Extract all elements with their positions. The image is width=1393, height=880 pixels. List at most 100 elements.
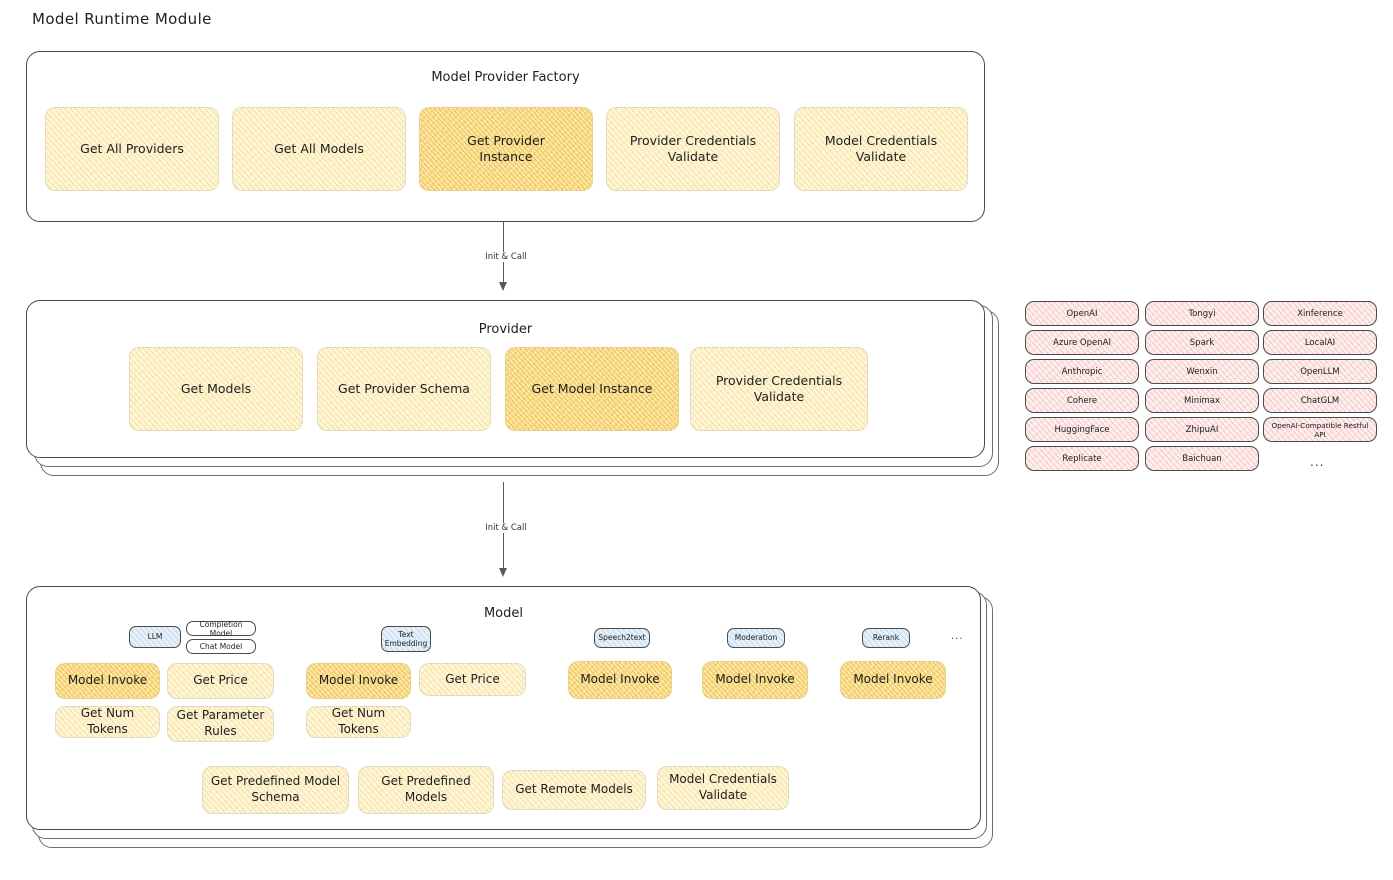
- model-type-tag-label: LLM: [147, 632, 163, 642]
- provider-chip-zhipuai[interactable]: ZhipuAI: [1145, 417, 1259, 442]
- model-op-llm-get-price[interactable]: Get Price: [167, 663, 274, 699]
- model-subtype-tag-completion-model[interactable]: Completion Model: [186, 619, 256, 638]
- provider-chip-label: Xinference: [1297, 308, 1343, 319]
- provider-chip-label: OpenAI: [1066, 308, 1098, 319]
- provider-chip-xinference[interactable]: Xinference: [1263, 301, 1377, 326]
- arrow-init-call-1-head: [498, 282, 507, 291]
- provider-chip-label: Minimax: [1184, 395, 1220, 406]
- provider-chip-label: ChatGLM: [1300, 395, 1340, 406]
- model-type-tag-label: Speech2text: [598, 633, 646, 643]
- model-op-text-embedding-get-price[interactable]: Get Price: [419, 663, 526, 696]
- provider-chip-chatglm[interactable]: ChatGLM: [1263, 388, 1377, 413]
- model-common-op-get-remote-models[interactable]: Get Remote Models: [502, 770, 646, 810]
- arrow-init-call-2-head: [498, 568, 507, 577]
- box-label: Get Model Instance: [531, 380, 653, 396]
- model-op-moderation-model-invoke[interactable]: Model Invoke: [702, 661, 808, 699]
- model-op-text-embedding-get-num-tokens[interactable]: Get Num Tokens: [306, 706, 411, 738]
- provider-title: Provider: [478, 322, 533, 337]
- provider-chip-anthropic[interactable]: Anthropic: [1025, 359, 1139, 384]
- box-label: Get Remote Models: [515, 782, 633, 797]
- provider-chip-label: Baichuan: [1182, 453, 1222, 464]
- provider-chip-openai-compatible-restful-api[interactable]: OpenAI-Compatible Restful API: [1263, 417, 1377, 442]
- provider-chip-label: Anthropic: [1061, 366, 1103, 377]
- provider-chip-label: LocalAI: [1304, 337, 1336, 348]
- model-container: Model: [26, 586, 981, 830]
- model-subtype-tag-label: Chat Model: [199, 642, 243, 651]
- box-label: Get Models: [180, 380, 252, 396]
- provider-chip-baichuan[interactable]: Baichuan: [1145, 446, 1259, 471]
- model-subtype-tag-chat-model[interactable]: Chat Model: [186, 639, 256, 654]
- provider-chip-openllm[interactable]: OpenLLM: [1263, 359, 1377, 384]
- model-type-tag-moderation[interactable]: Moderation: [727, 628, 785, 648]
- provider-list-more: ...: [1310, 455, 1325, 469]
- provider-item-get-models[interactable]: Get Models: [129, 347, 303, 431]
- provider-chip-localai[interactable]: LocalAI: [1263, 330, 1377, 355]
- model-types-more: ...: [951, 631, 964, 642]
- model-op-rerank-model-invoke[interactable]: Model Invoke: [840, 661, 946, 699]
- factory-item-get-all-providers[interactable]: Get All Providers: [45, 107, 219, 191]
- provider-chip-spark[interactable]: Spark: [1145, 330, 1259, 355]
- provider-chip-label: ZhipuAI: [1185, 424, 1219, 435]
- box-label: Get Num Tokens: [80, 706, 135, 736]
- model-subtype-tag-label: Completion Model: [199, 619, 243, 638]
- provider-chip-cohere[interactable]: Cohere: [1025, 388, 1139, 413]
- provider-chip-wenxin[interactable]: Wenxin: [1145, 359, 1259, 384]
- provider-chip-label: Tongyi: [1188, 308, 1216, 319]
- box-label: Get Price: [445, 671, 500, 686]
- model-op-speech2text-model-invoke[interactable]: Model Invoke: [568, 661, 672, 699]
- provider-chip-label: HuggingFace: [1054, 424, 1110, 435]
- page-title: Model Runtime Module: [32, 10, 212, 28]
- provider-chip-label: OpenLLM: [1300, 366, 1340, 377]
- box-label: Get Num Tokens: [331, 706, 386, 736]
- arrow-init-call-2-label: Init & Call: [466, 523, 546, 533]
- model-type-tag-llm[interactable]: LLM: [129, 626, 181, 648]
- provider-chip-azure-openai[interactable]: Azure OpenAI: [1025, 330, 1139, 355]
- provider-chip-openai[interactable]: OpenAI: [1025, 301, 1139, 326]
- provider-item-get-model-instance[interactable]: Get Model Instance: [505, 347, 679, 431]
- provider-chip-label: Spark: [1189, 337, 1215, 348]
- box-label: Get Price: [193, 673, 248, 688]
- provider-chip-replicate[interactable]: Replicate: [1025, 446, 1139, 471]
- factory-item-get-all-models[interactable]: Get All Models: [232, 107, 406, 191]
- provider-chip-label: Wenxin: [1186, 366, 1218, 377]
- provider-chip-minimax[interactable]: Minimax: [1145, 388, 1259, 413]
- provider-chip-label: Replicate: [1062, 453, 1102, 464]
- box-label: Get All Models: [274, 140, 364, 156]
- provider-chip-label: OpenAI-Compatible Restful API: [1271, 420, 1369, 439]
- provider-chip-label: Cohere: [1066, 395, 1098, 406]
- model-type-tag-rerank[interactable]: Rerank: [862, 628, 910, 648]
- box-label: Get All Providers: [80, 140, 184, 156]
- box-label: Model Invoke: [318, 673, 399, 688]
- provider-chip-huggingface[interactable]: HuggingFace: [1025, 417, 1139, 442]
- box-label: Get Provider Schema: [338, 380, 470, 396]
- box-label: Model Invoke: [853, 672, 933, 687]
- provider-item-get-provider-schema[interactable]: Get Provider Schema: [317, 347, 491, 431]
- provider-chip-label: Azure OpenAI: [1053, 337, 1111, 348]
- box-label: Model Invoke: [580, 672, 660, 687]
- model-op-text-embedding-model-invoke[interactable]: Model Invoke: [306, 663, 411, 699]
- box-label: Model Invoke: [715, 672, 795, 687]
- provider-chip-tongyi[interactable]: Tongyi: [1145, 301, 1259, 326]
- model-type-tag-speech2text[interactable]: Speech2text: [594, 628, 650, 648]
- model-provider-factory-title: Model Provider Factory: [431, 70, 580, 85]
- model-op-llm-model-invoke[interactable]: Model Invoke: [55, 663, 160, 699]
- model-op-llm-get-num-tokens[interactable]: Get Num Tokens: [55, 706, 160, 738]
